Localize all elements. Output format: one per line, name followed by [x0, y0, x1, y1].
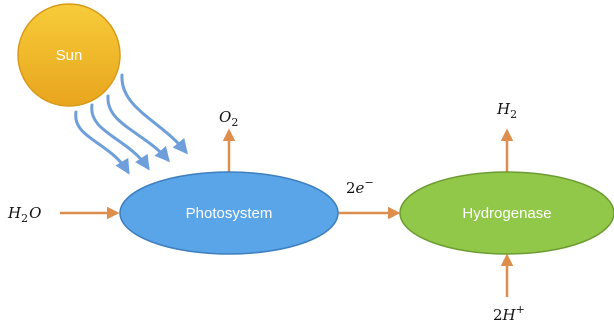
photosystem-ellipse — [119, 171, 339, 255]
hydrogenase-node: Hydrogenase — [399, 171, 614, 255]
reaction-arrows — [60, 128, 514, 297]
oxygen-label: O2 — [219, 108, 238, 129]
light-rays — [74, 73, 188, 175]
water-label: H2O — [7, 204, 41, 225]
light-ray — [90, 103, 150, 171]
light-ray — [120, 73, 188, 155]
photosystem-label: Photosystem — [186, 205, 273, 222]
sun-node: Sun — [17, 3, 121, 107]
photosystem-node: Photosystem — [119, 171, 339, 255]
hydrogen-gas-label: H2 — [496, 100, 517, 121]
sun-circle — [17, 3, 121, 107]
sun-label: Sun — [56, 47, 83, 64]
light-ray — [106, 94, 170, 163]
electrons-label: 2e− — [346, 176, 374, 197]
protons-label: 2H+ — [493, 303, 525, 324]
light-ray — [74, 110, 130, 175]
hydrogenase-ellipse — [399, 171, 614, 255]
hydrogenase-label: Hydrogenase — [462, 205, 551, 222]
